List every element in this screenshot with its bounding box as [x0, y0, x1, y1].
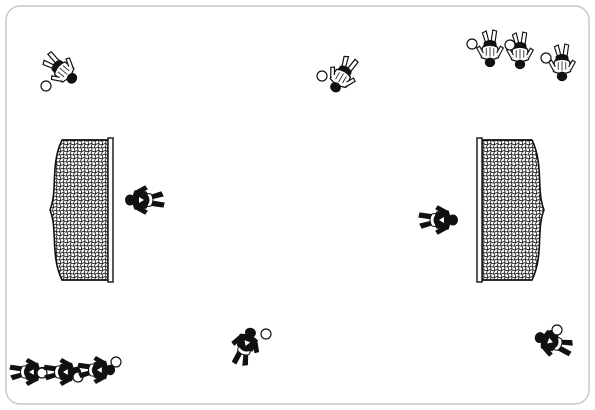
left-goal-net-icon	[50, 140, 108, 280]
left-goal	[50, 138, 113, 282]
ball-icon-bottom-right	[552, 325, 562, 335]
left-goal-post	[108, 138, 113, 282]
right-goal-post	[477, 138, 482, 282]
ball-icon-top-right-1	[467, 39, 477, 49]
ball-icon-top-center	[317, 71, 327, 81]
ball-icon-top-right-3	[541, 53, 551, 63]
ball-icon-bottom-left-3	[111, 357, 121, 367]
right-goal-net-icon	[482, 140, 544, 280]
ball-icon-top-left	[41, 81, 51, 91]
right-goal	[477, 138, 544, 282]
ball-icon-top-right-2	[505, 40, 515, 50]
ball-icon-bottom-center	[261, 329, 271, 339]
